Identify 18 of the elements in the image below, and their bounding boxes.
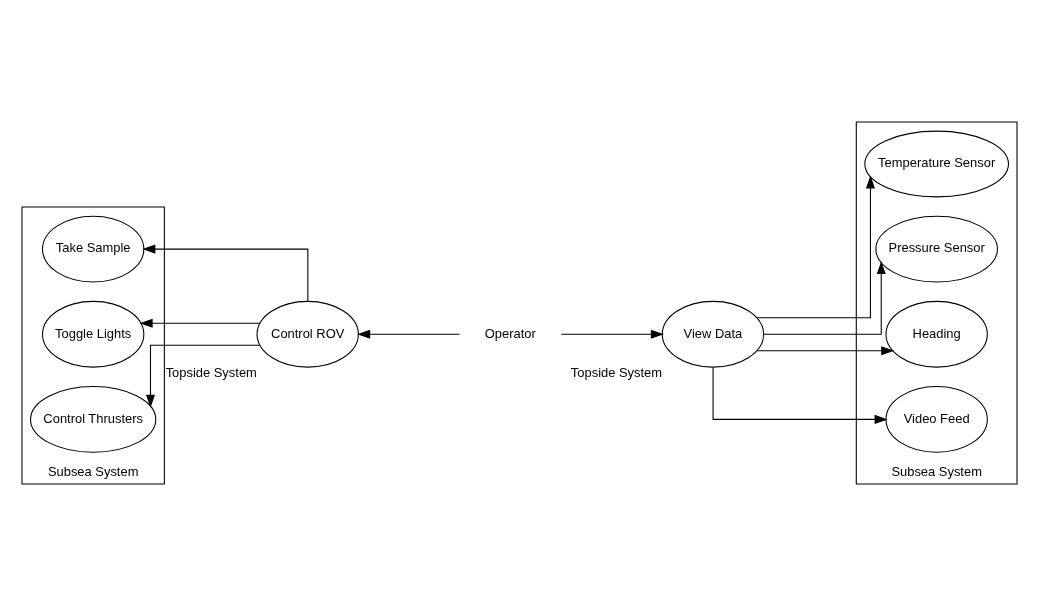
- arrow: [142, 244, 309, 302]
- node-text: Operator: [484, 325, 536, 341]
- node-label: Topside System: [570, 364, 663, 380]
- arrow: [560, 329, 664, 339]
- node-ellipse: Control ROV: [256, 300, 359, 368]
- node-label: Topside System: [165, 364, 257, 380]
- arrow: [357, 329, 461, 339]
- arrow: [756, 345, 895, 355]
- node-ellipse: Video Feed: [885, 385, 988, 453]
- arrow: [763, 260, 886, 335]
- node-ellipse: Heading: [885, 300, 988, 368]
- node-ellipse: View Data: [661, 300, 765, 368]
- arrow: [139, 318, 261, 328]
- node-ellipse: Take Sample: [41, 215, 145, 283]
- node-ellipse: Toggle Lights: [41, 300, 145, 368]
- arrow: [145, 344, 261, 408]
- arrow: [756, 174, 875, 318]
- arrow: [712, 366, 888, 424]
